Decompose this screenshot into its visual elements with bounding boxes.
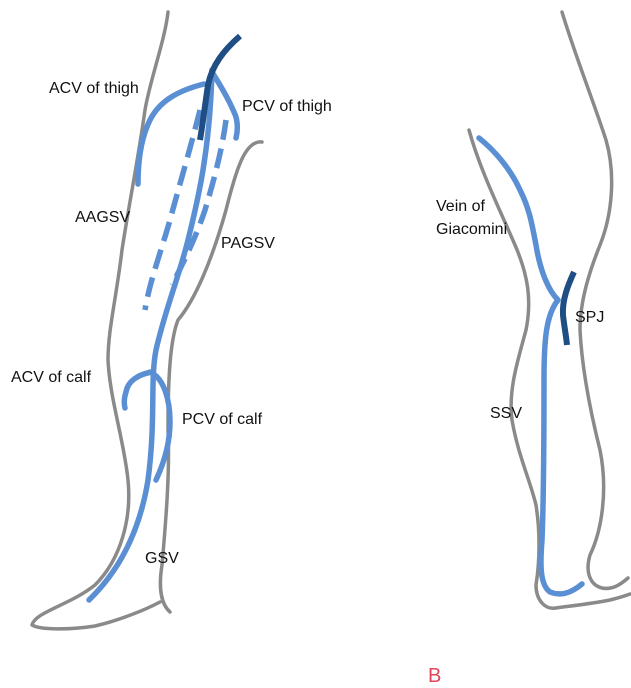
label-vein-of-giacomini-line1: Vein of: [436, 198, 485, 215]
label-pagsv: PAGSV: [221, 235, 275, 252]
label-pcv-thigh: PCV of thigh: [242, 98, 332, 115]
acv-calf-vein: [124, 372, 152, 408]
vein-of-giacomini: [479, 138, 558, 300]
label-acv-calf: ACV of calf: [11, 369, 92, 386]
right-leg-veins: [479, 138, 582, 594]
ssv-vein: [541, 300, 582, 594]
label-ssv: SSV: [490, 405, 522, 422]
aagsv-vein: [145, 110, 200, 310]
right-leg-front-outline: [562, 12, 628, 588]
label-aagsv: AAGSV: [75, 209, 130, 226]
labels: ACV of thigh PCV of thigh AAGSV PAGSV AC…: [11, 80, 604, 567]
left-leg-back-outline: [160, 142, 262, 612]
label-vein-of-giacomini-line2: Giacomini: [436, 221, 507, 238]
label-pcv-calf: PCV of calf: [182, 411, 263, 428]
saphenopopliteal-junction: [563, 272, 574, 345]
label-acv-thigh: ACV of thigh: [49, 80, 139, 97]
gsv-vein: [89, 70, 212, 600]
label-gsv: GSV: [145, 550, 179, 567]
left-leg-front-outline: [32, 12, 168, 629]
right-leg-back-outline: [469, 130, 630, 608]
label-spj: SPJ: [575, 309, 604, 326]
panel-letter: B: [428, 665, 441, 687]
